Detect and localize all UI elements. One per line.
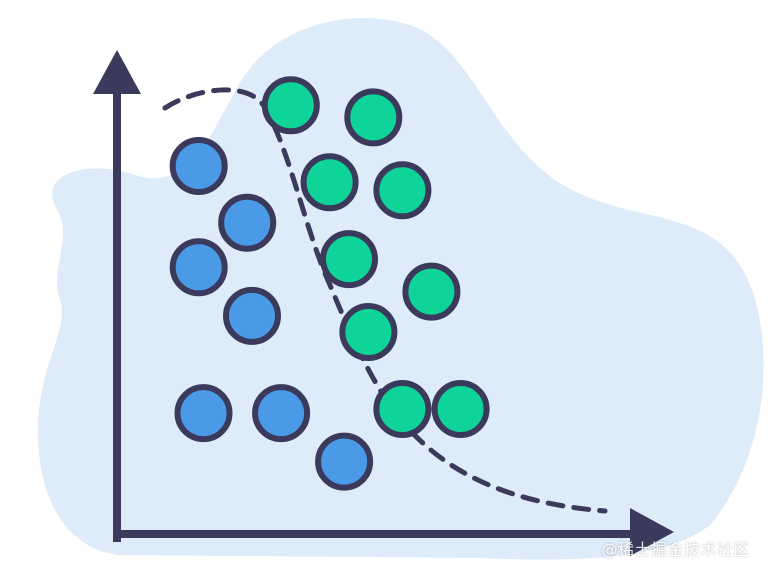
decision-boundary bbox=[162, 87, 608, 514]
class-b-point bbox=[261, 76, 320, 135]
arrow-right-icon bbox=[630, 508, 674, 556]
class-b-point bbox=[431, 380, 490, 438]
class-a-point bbox=[252, 384, 311, 443]
class-b-point bbox=[320, 230, 378, 289]
watermark-text: @稀土掘金技术社区 bbox=[601, 540, 750, 559]
class-b-point bbox=[373, 380, 432, 438]
class-b-point bbox=[344, 88, 403, 147]
class-a-point bbox=[169, 137, 228, 195]
arrow-up-icon bbox=[93, 50, 141, 94]
class-a-point bbox=[169, 238, 228, 297]
class-b-point bbox=[373, 161, 432, 220]
class-b-point bbox=[300, 153, 359, 212]
data-points bbox=[169, 76, 490, 491]
class-a-point bbox=[315, 432, 374, 491]
background-blob bbox=[38, 18, 764, 560]
class-a-point bbox=[223, 286, 281, 345]
class-a-point bbox=[174, 384, 233, 443]
class-a-point bbox=[218, 193, 277, 252]
class-b-point bbox=[339, 303, 398, 361]
class-b-point bbox=[402, 262, 461, 321]
